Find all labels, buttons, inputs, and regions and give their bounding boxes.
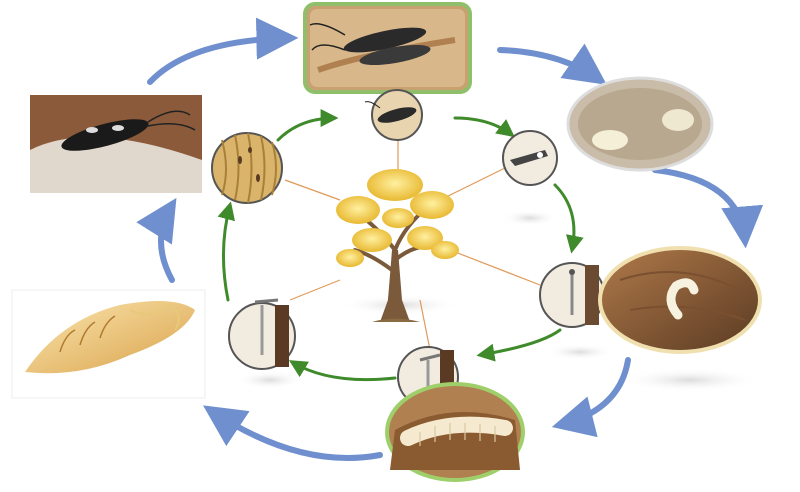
mating-beetles-photo [303, 2, 472, 94]
central-tree [336, 169, 459, 322]
egg-slit-circle [502, 130, 558, 186]
eggs-photo [566, 76, 714, 172]
pupa-photo [11, 289, 206, 399]
mature-larva-photo [385, 382, 525, 482]
adult-beetle-photo [30, 95, 202, 193]
exit-holes-wood-circle [211, 132, 283, 204]
blue-cycle-arrows [136, 17, 764, 461]
pupa-chamber-circle [228, 298, 296, 370]
radial-lines [284, 130, 541, 351]
early-larva-tunnel-circle [539, 262, 605, 328]
adult-beetle-circle [364, 89, 423, 141]
green-cycle-arrows [217, 109, 584, 382]
early-larva-photo [598, 246, 762, 354]
